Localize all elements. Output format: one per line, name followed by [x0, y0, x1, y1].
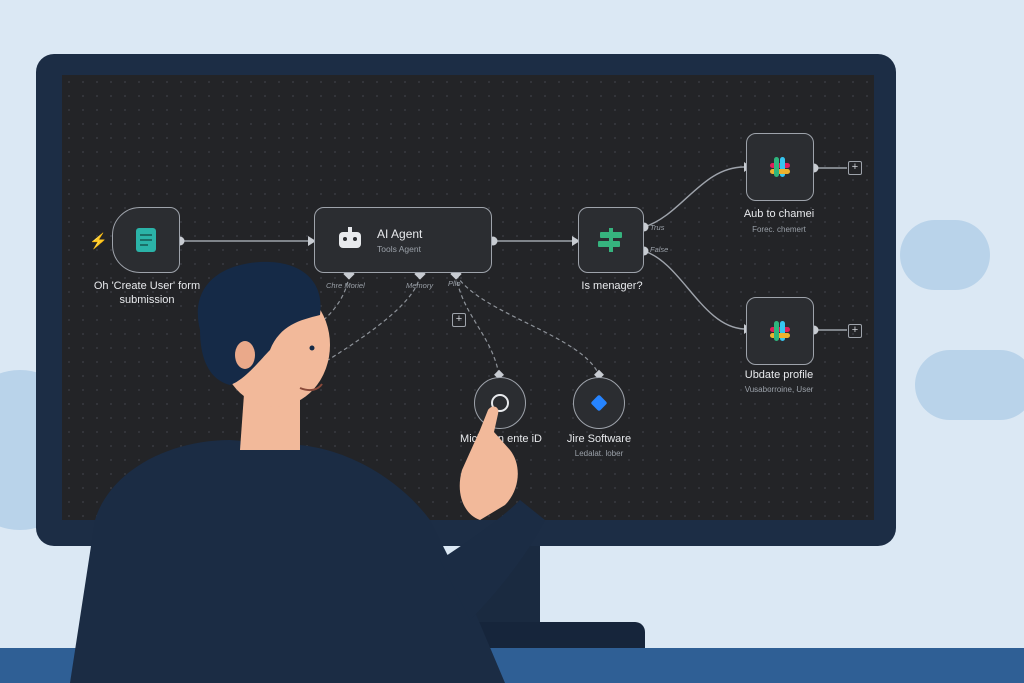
person-eye: [309, 345, 315, 351]
slack-icon: [767, 154, 793, 180]
branch-true-label: Trus: [650, 223, 665, 232]
edge-true-slack: [643, 166, 745, 228]
arrow-head: [572, 236, 580, 246]
person-ear: [235, 341, 255, 369]
port-label-model: Chre Moriel: [326, 281, 365, 290]
form-icon: [136, 228, 156, 252]
person-hand: [459, 406, 518, 520]
lightning-icon: ⚡: [89, 233, 108, 250]
cloud: [900, 220, 990, 290]
trigger-label-line2: submission: [119, 294, 175, 306]
ai-agent-node[interactable]: AI Agent Tools Agent: [314, 207, 492, 273]
person-smile: [299, 383, 323, 392]
slack-bottom-subtitle: Vusaborroine, User: [744, 385, 814, 394]
condition-label: Is menager?: [581, 280, 643, 292]
person-torso: [70, 440, 505, 683]
tool-node-jira[interactable]: [573, 377, 625, 429]
slack-top-subtitle: Forec. chemert: [752, 225, 806, 234]
slack-bottom-title: Ubdate profile: [744, 369, 814, 381]
edge-memory: [327, 274, 421, 361]
port-label-tool: Pllo: [448, 279, 461, 288]
slack-icon: [767, 318, 793, 344]
slack-node-top[interactable]: [746, 133, 814, 201]
signpost-icon: [598, 228, 624, 252]
slack-node-bottom[interactable]: [746, 297, 814, 365]
edge-false-slack: [643, 250, 745, 330]
arrow-head: [308, 236, 316, 246]
trigger-label-line1: Oh 'Create User' form: [93, 280, 201, 292]
trigger-label: Oh 'Create User' form submission: [72, 279, 222, 307]
tool-node-identity[interactable]: [474, 377, 526, 429]
tool-right-subtitle: Ledalat. lober: [574, 449, 624, 458]
person-hair: [197, 261, 321, 385]
cloud: [915, 350, 1024, 420]
add-node-button-bottom[interactable]: +: [848, 324, 862, 338]
add-tool-button[interactable]: +: [452, 313, 466, 327]
person-arm: [440, 500, 545, 620]
ai-agent-subtitle: Tools Agent: [377, 243, 421, 254]
robot-icon: [339, 227, 361, 248]
branch-false-label: False: [650, 245, 669, 254]
slack-top-title: Aub to chamei: [743, 208, 815, 220]
tool-right-title: Jire Software: [566, 433, 632, 445]
condition-node[interactable]: [578, 207, 644, 273]
add-node-button-top[interactable]: +: [848, 161, 862, 175]
port-label-memory: Memory: [406, 281, 434, 290]
ai-agent-title: AI Agent: [377, 226, 423, 241]
trigger-node[interactable]: [112, 207, 180, 273]
identity-icon: [491, 394, 509, 412]
